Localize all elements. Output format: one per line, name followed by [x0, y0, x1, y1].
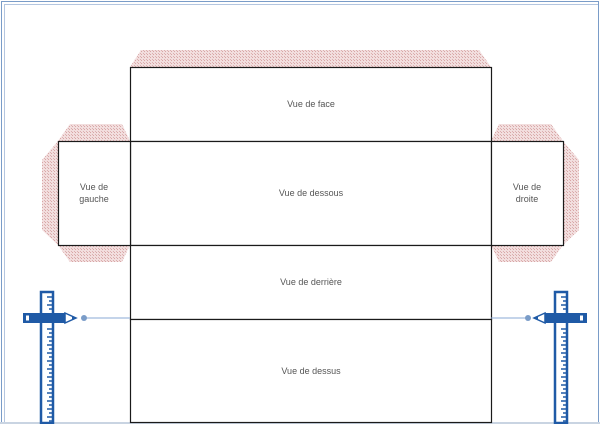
- ruler-ticks-left: [47, 296, 53, 422]
- label-back: Vue de derrière: [280, 277, 342, 287]
- panel-back: [129, 244, 493, 321]
- guide-handle-left[interactable]: [81, 315, 87, 321]
- ruler-pencil-icon-right[interactable]: [532, 290, 587, 424]
- label-right-line1: Vue de: [513, 182, 541, 192]
- label-left-line1: Vue de: [80, 182, 108, 192]
- ruler-pencil-icon-left[interactable]: [23, 290, 78, 424]
- label-right-line2: droite: [516, 194, 539, 204]
- panel-right: [490, 140, 565, 247]
- label-top: Vue de dessus: [281, 366, 341, 376]
- panel-left: [57, 140, 132, 247]
- label-bottom: Vue de dessous: [279, 188, 344, 198]
- panel-front: [129, 66, 493, 143]
- ruler-ticks-right: [561, 296, 567, 422]
- glue-flap-top: [130, 50, 491, 67]
- label-front: Vue de face: [287, 99, 335, 109]
- panel-bottom: [129, 140, 493, 247]
- label-left-line2: gauche: [79, 194, 109, 204]
- panel-top: [129, 318, 493, 424]
- guide-handle-right[interactable]: [525, 315, 531, 321]
